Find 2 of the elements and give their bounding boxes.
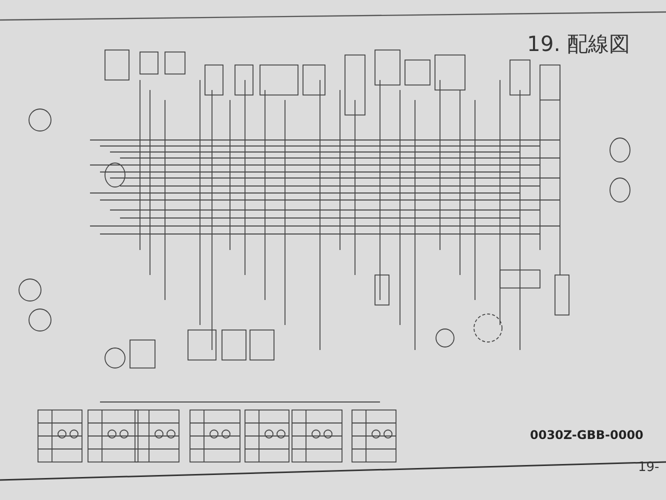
document-code: 0030Z-GBB-0000 (530, 428, 644, 442)
page-title: 19. 配線図 (527, 31, 630, 58)
